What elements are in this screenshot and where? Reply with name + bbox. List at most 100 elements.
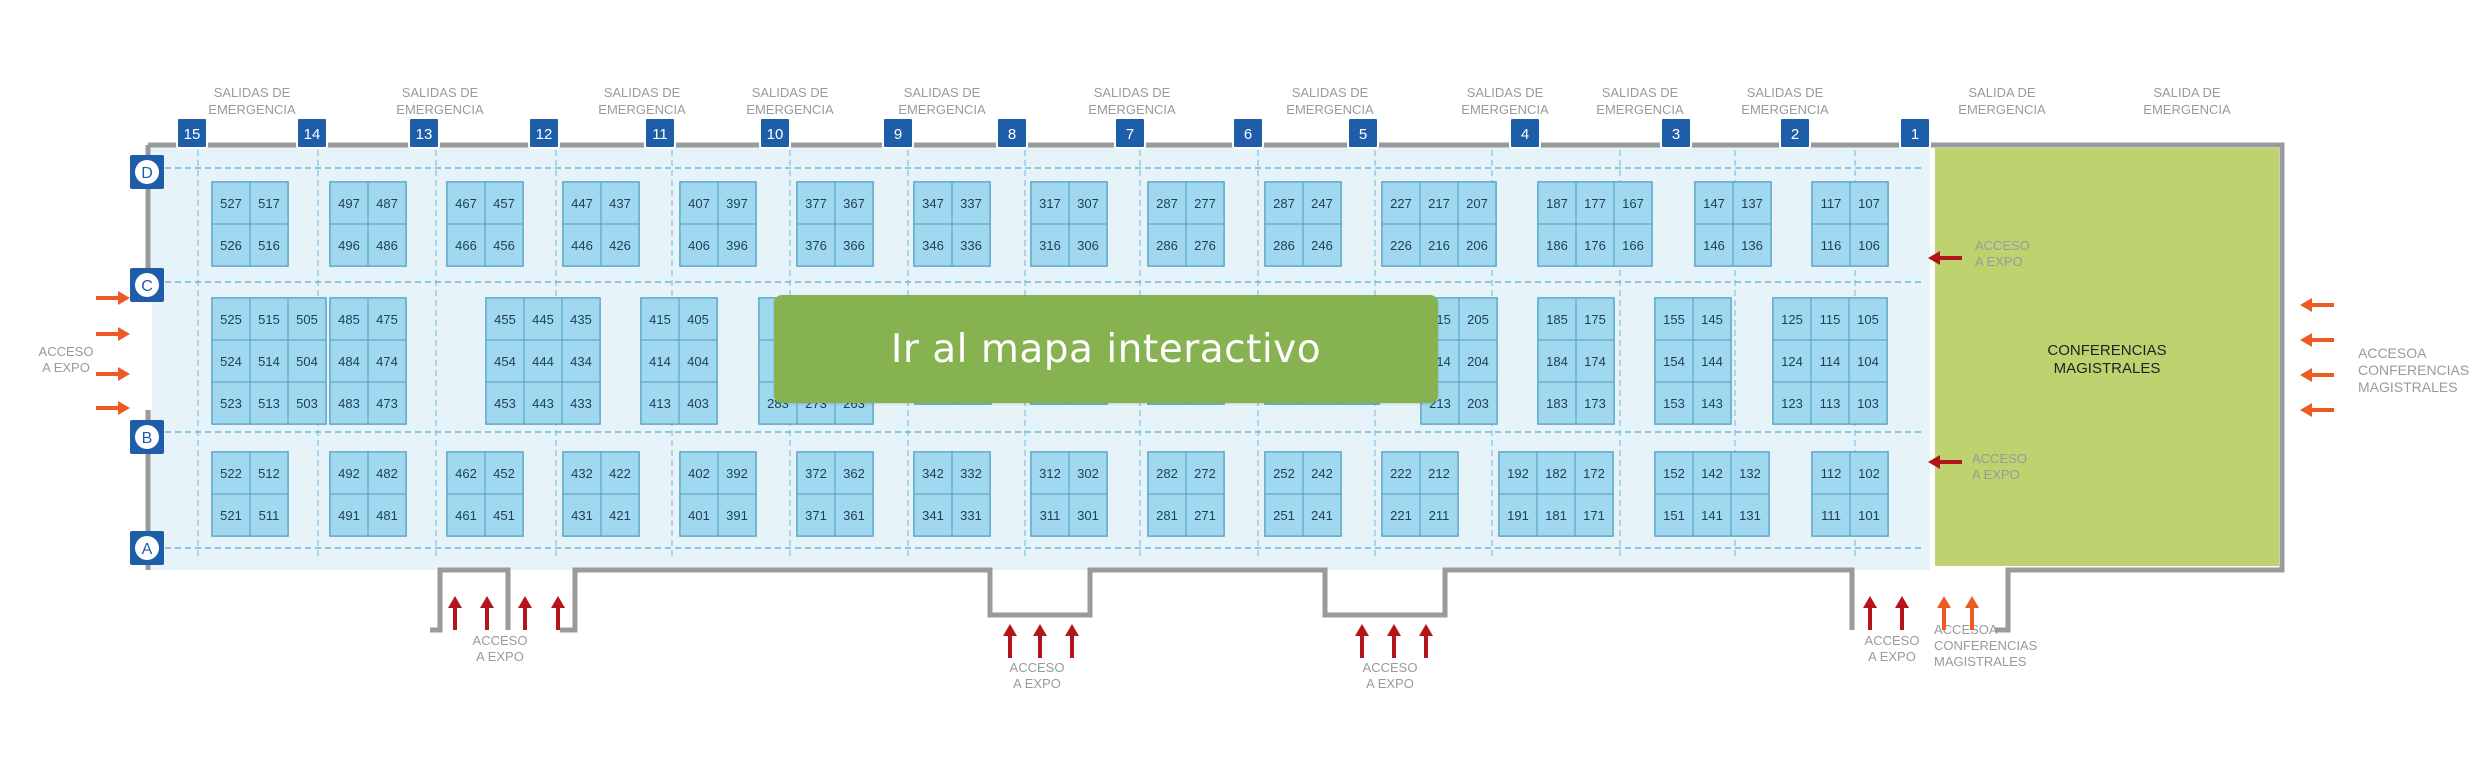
booth-number: 525: [220, 312, 242, 327]
booth: [1654, 493, 1694, 537]
booth-number: 492: [338, 466, 360, 481]
exit-number: 1: [1911, 126, 1919, 143]
booth-number: 402: [688, 466, 710, 481]
booth: [1654, 339, 1694, 383]
arrow-icon: [1937, 596, 1951, 630]
access-expo-label: A EXPO: [1975, 254, 2023, 269]
exit-badge-box: [408, 117, 440, 149]
booth: [367, 451, 407, 495]
exit-number: 5: [1359, 126, 1367, 143]
exit-badge: 7: [1114, 117, 1146, 149]
booth: [951, 223, 991, 267]
booth: [329, 223, 369, 267]
aisle-badge-circle: [135, 536, 159, 560]
arrow-icon: [1928, 455, 1962, 469]
booth-number: 404: [687, 354, 709, 369]
emergency-exit-label: EMERGENCIA: [746, 102, 834, 117]
arrow-head: [1355, 624, 1369, 636]
booth-number: 452: [493, 466, 515, 481]
booth: [1694, 223, 1734, 267]
booth-number: 453: [494, 396, 516, 411]
booth: [485, 339, 525, 383]
booth: [1419, 451, 1459, 495]
booth-number: 106: [1858, 238, 1880, 253]
booth-number: 516: [258, 238, 280, 253]
booth-number: 437: [609, 196, 631, 211]
booth-number: 415: [649, 312, 671, 327]
booth: [1537, 181, 1577, 225]
arrow-icon: [518, 596, 532, 630]
booth: [211, 223, 251, 267]
exit-number: 8: [1008, 126, 1016, 143]
arrow-head: [1928, 455, 1940, 469]
booth: [1575, 339, 1615, 383]
booth: [211, 297, 251, 341]
exit-number: 6: [1244, 126, 1252, 143]
exit-number: 14: [304, 126, 321, 143]
booth-number: 116: [1821, 238, 1842, 253]
arrow-head: [1033, 624, 1047, 636]
arrow-icon: [1387, 624, 1401, 658]
booth: [678, 297, 718, 341]
exit-number: 2: [1791, 126, 1799, 143]
booth: [1030, 493, 1070, 537]
booth-number: 445: [532, 312, 554, 327]
arrow-head: [2300, 403, 2312, 417]
emergency-exit-label: SALIDAS DE: [752, 85, 829, 100]
emergency-exit-label: EMERGENCIA: [1958, 102, 2046, 117]
booth-number: 277: [1194, 196, 1216, 211]
booth: [485, 297, 525, 341]
arrow-icon: [2300, 368, 2334, 382]
booth-number: 513: [258, 396, 280, 411]
aisle-letter: C: [141, 278, 153, 295]
booth-number: 183: [1546, 396, 1568, 411]
booth: [1185, 181, 1225, 225]
booth-number: 451: [493, 508, 515, 523]
booth-number: 206: [1466, 238, 1488, 253]
booth: [1575, 381, 1615, 425]
booth: [1030, 451, 1070, 495]
access-expo-label: ACCESO: [1975, 238, 2030, 253]
aisle-letter: A: [142, 541, 153, 558]
exit-badge-box: [1660, 117, 1692, 149]
booth-number: 282: [1156, 466, 1178, 481]
booth: [1457, 181, 1497, 225]
booth-number: 473: [376, 396, 398, 411]
booth-number: 341: [922, 508, 944, 523]
booth: [249, 223, 289, 267]
arrow-icon: [1928, 251, 1962, 265]
emergency-exit-label: EMERGENCIA: [898, 102, 986, 117]
booth: [1381, 181, 1421, 225]
booth: [717, 493, 757, 537]
booth: [1654, 297, 1694, 341]
booth-number: 287: [1156, 196, 1178, 211]
booth-number: 125: [1781, 312, 1803, 327]
booth: [1419, 493, 1459, 537]
booth: [1574, 451, 1614, 495]
exit-badge-box: [1232, 117, 1264, 149]
emergency-exit-label: EMERGENCIA: [1596, 102, 1684, 117]
booth: [1810, 297, 1850, 341]
booth-number: 306: [1077, 238, 1099, 253]
emergency-exit-label: EMERGENCIA: [598, 102, 686, 117]
booth: [1185, 451, 1225, 495]
booth: [600, 493, 640, 537]
booth: [1849, 493, 1889, 537]
exit-badge: 12: [528, 117, 560, 149]
booth-number: 252: [1273, 466, 1295, 481]
booth-number: 192: [1507, 466, 1529, 481]
access-conference-label: ACCESOA: [1934, 622, 1998, 637]
interactive-map-button[interactable]: Ir al mapa interactivo: [774, 295, 1438, 403]
booth-number: 185: [1546, 312, 1568, 327]
booth-number: 475: [376, 312, 398, 327]
exit-badge: 9: [882, 117, 914, 149]
booth: [1302, 451, 1342, 495]
booth: [1147, 493, 1187, 537]
